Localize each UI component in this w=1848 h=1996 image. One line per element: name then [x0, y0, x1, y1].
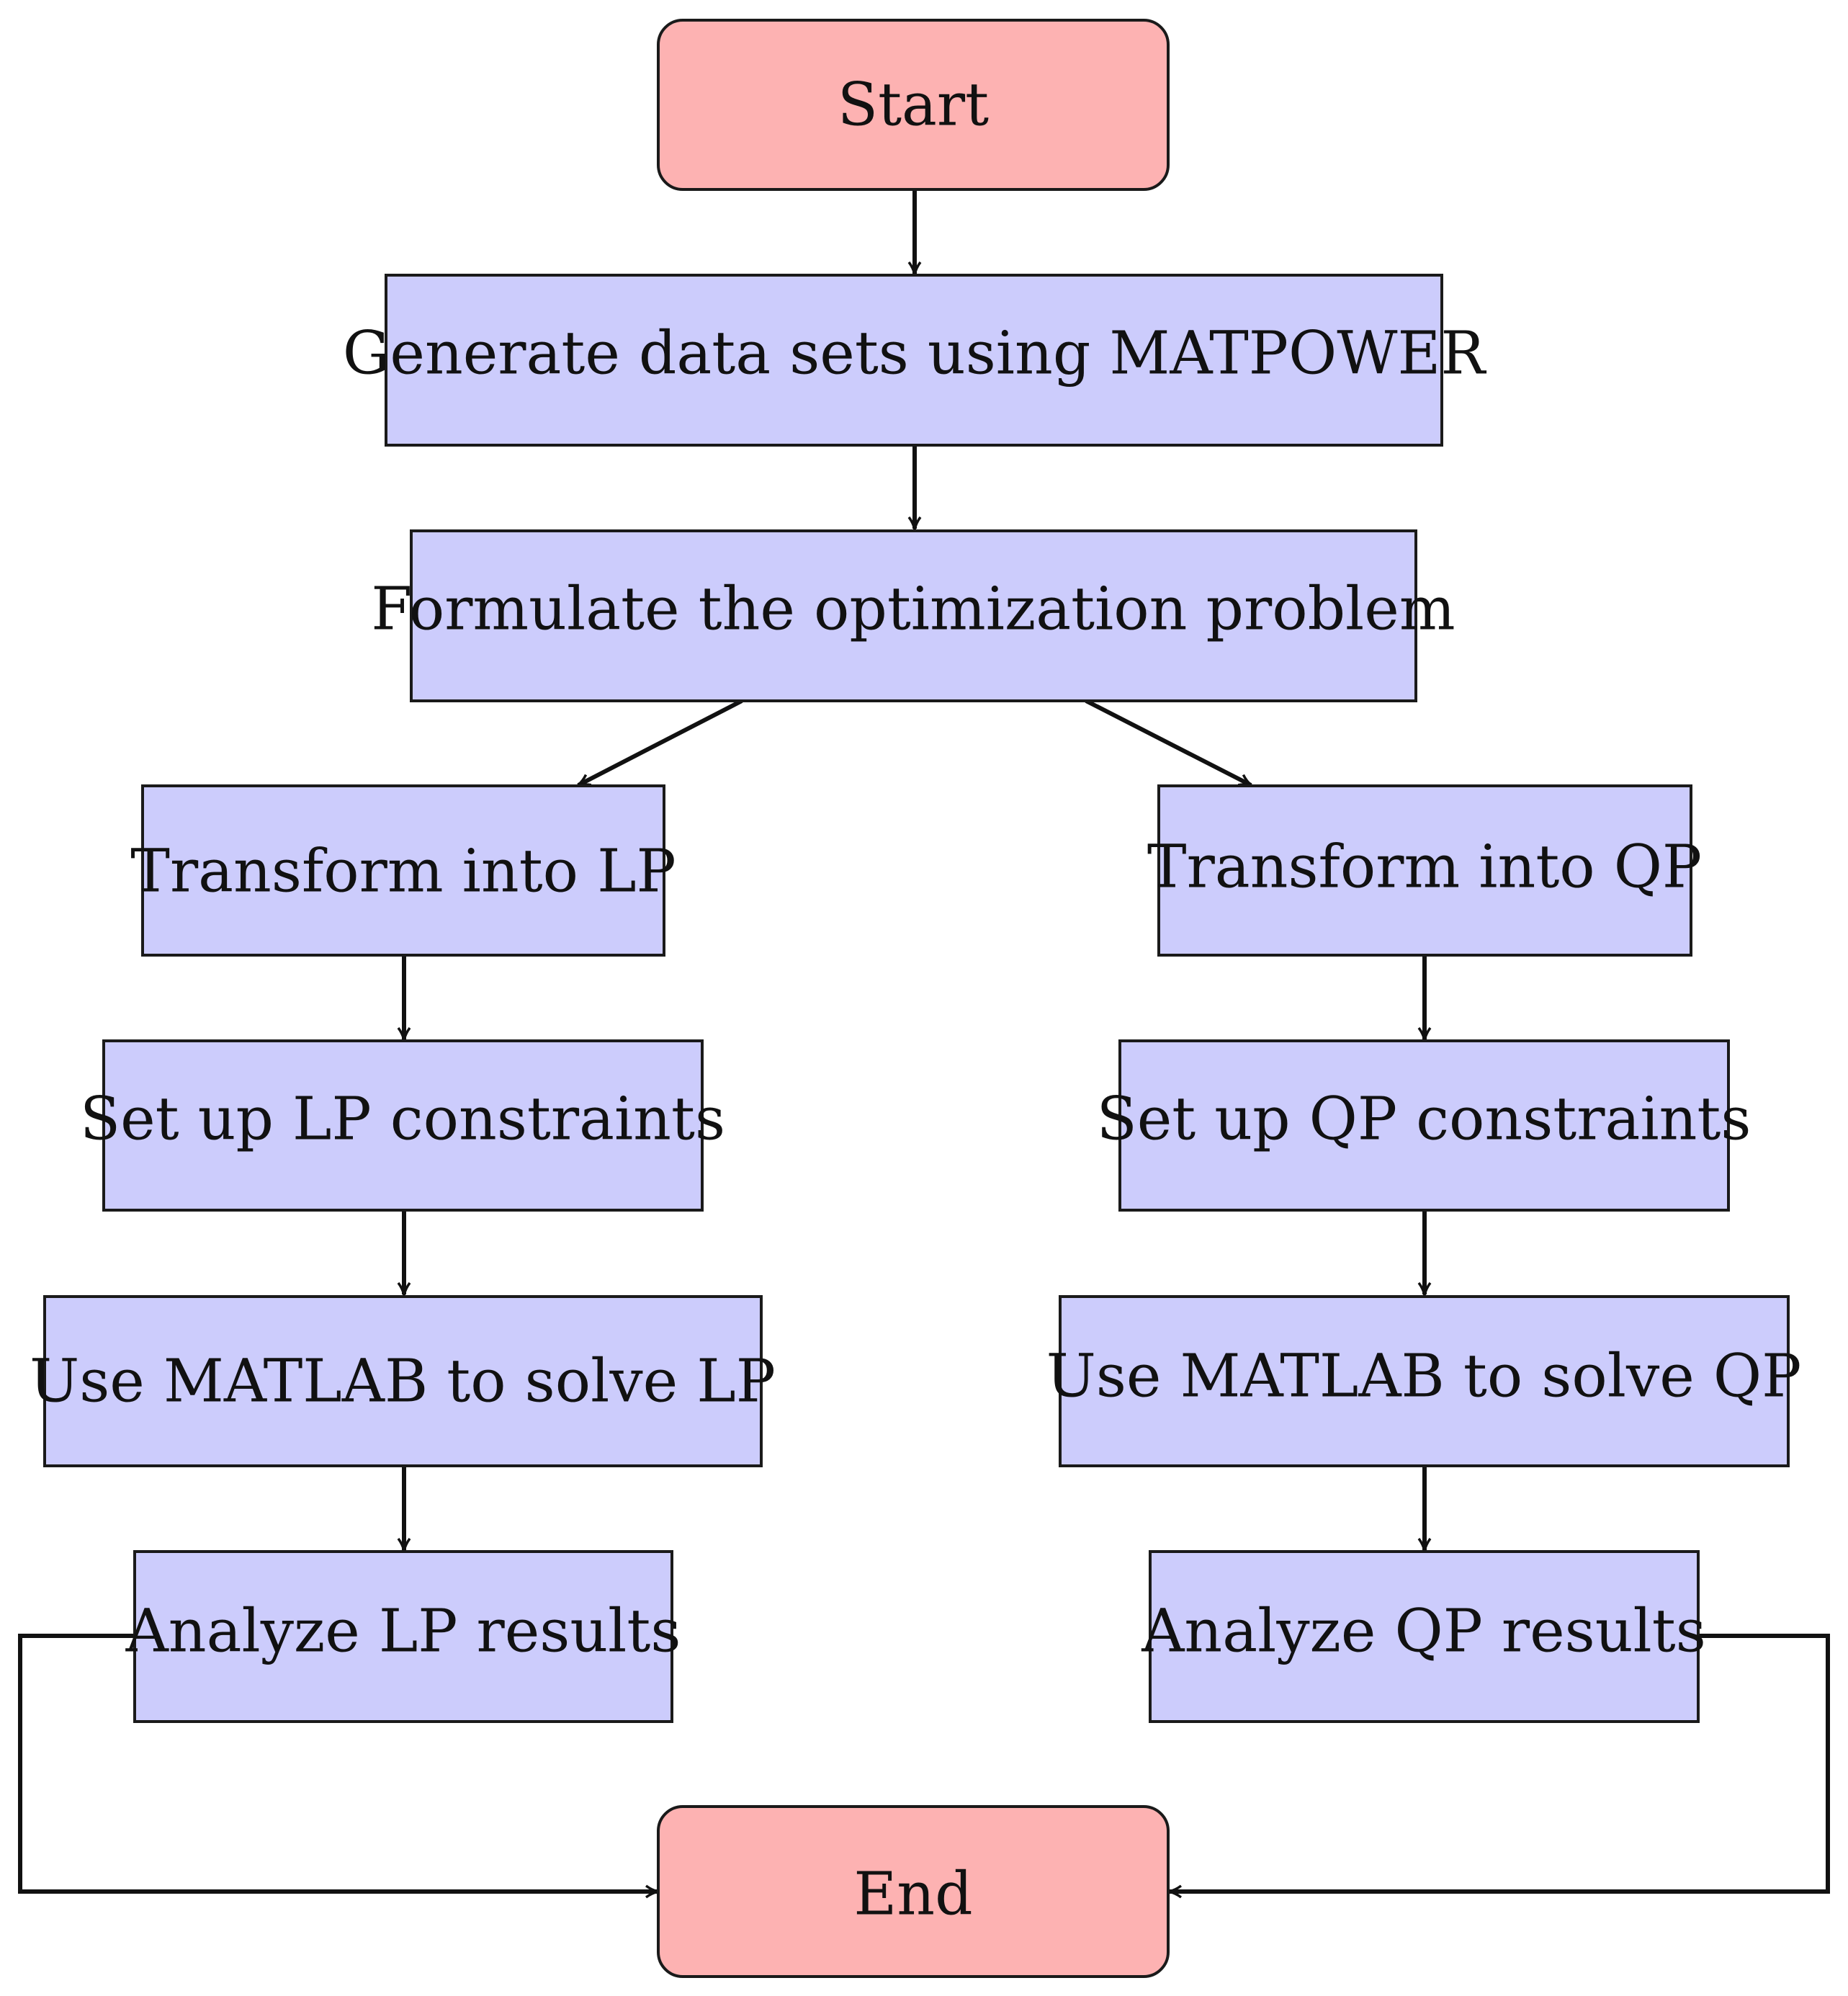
start-terminal — [657, 19, 1170, 191]
transform-qp-box — [1157, 784, 1692, 957]
analyze-qp-box — [1149, 1550, 1700, 1723]
generate-label: Generate data sets using MATPOWER — [343, 320, 1486, 388]
node-solve-lp: Use MATLAB to solve LP — [30, 1295, 776, 1467]
edge-analyze-qp-to-end — [1170, 1634, 1830, 1892]
node-start: Start — [657, 19, 1170, 191]
edge-formulate-to-transform-lp — [578, 699, 743, 787]
node-transform-lp: Transform into LP — [130, 784, 676, 957]
node-setup-lp: Set up LP constraints — [80, 1039, 725, 1212]
solve-lp-box — [43, 1295, 763, 1467]
node-formulate: Formulate the optimization problem — [371, 529, 1455, 702]
node-transform-qp: Transform into QP — [1147, 784, 1702, 957]
setup-lp-label: Set up LP constraints — [80, 1086, 725, 1154]
node-end: End — [657, 1805, 1170, 1978]
node-solve-qp: Use MATLAB to solve QP — [1046, 1295, 1802, 1467]
node-generate: Generate data sets using MATPOWER — [343, 274, 1486, 447]
setup-qp-label: Set up QP constraints — [1097, 1086, 1751, 1154]
node-analyze-qp: Analyze QP results — [1141, 1550, 1706, 1723]
edge-formulate-to-transform-qp — [1085, 699, 1251, 787]
end-terminal — [657, 1805, 1170, 1978]
setup-qp-box — [1118, 1039, 1730, 1212]
analyze-lp-box — [133, 1550, 673, 1723]
start-label: Start — [838, 71, 989, 140]
solve-qp-box — [1059, 1295, 1790, 1467]
setup-lp-box — [102, 1039, 704, 1212]
analyze-lp-label: Analyze LP results — [125, 1598, 681, 1666]
solve-qp-label: Use MATLAB to solve QP — [1046, 1343, 1802, 1411]
edges — [18, 189, 1830, 1892]
transform-qp-label: Transform into QP — [1147, 833, 1702, 902]
generate-box — [385, 274, 1443, 447]
analyze-qp-label: Analyze QP results — [1141, 1598, 1706, 1666]
node-setup-qp: Set up QP constraints — [1097, 1039, 1751, 1212]
solve-lp-label: Use MATLAB to solve LP — [30, 1348, 776, 1416]
formulate-label: Formulate the optimization problem — [371, 576, 1455, 644]
edge-analyze-lp-to-end — [18, 1634, 658, 1892]
transform-lp-label: Transform into LP — [130, 838, 676, 906]
node-analyze-lp: Analyze LP results — [125, 1550, 681, 1723]
end-label: End — [853, 1861, 972, 1929]
formulate-box — [410, 529, 1417, 702]
transform-lp-box — [141, 784, 665, 957]
